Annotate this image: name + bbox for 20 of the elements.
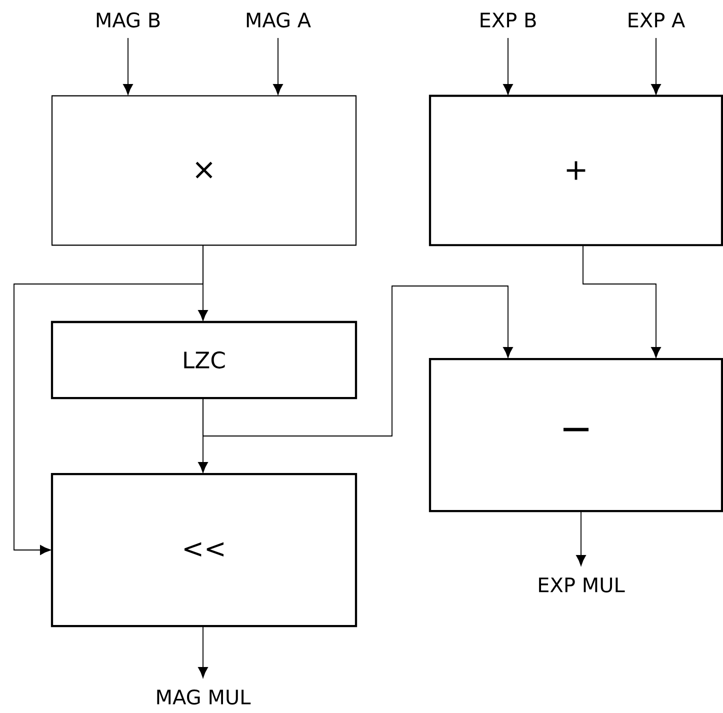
operator-box: LZC [50,320,358,400]
operator-box: − [428,358,723,512]
arrow [576,510,586,566]
operator-box: × [51,95,357,246]
arrow [582,244,661,358]
signal-label: MAG A [246,12,311,28]
operator-box: + [428,94,723,246]
arrow [503,38,513,95]
arrow [198,626,208,678]
arrow [123,38,133,95]
operator-box: << [50,472,358,628]
signal-label: MAG B [96,12,160,28]
signal-label: EXP B [480,12,536,28]
arrow [202,286,513,436]
signal-label: EXP A [628,12,686,28]
arrow [14,244,204,555]
signal-label: MAG MUL [157,689,251,705]
signal-label: EXP MUL [539,578,625,592]
arrow [273,38,283,95]
arrow [651,38,661,95]
